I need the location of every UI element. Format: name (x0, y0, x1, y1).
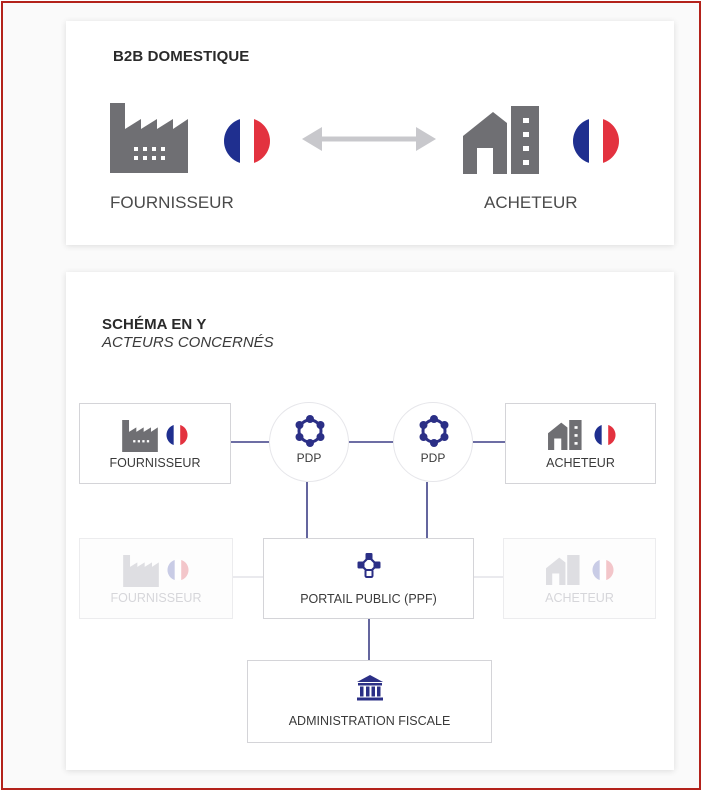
schema-title: SCHÉMA EN Y (102, 316, 207, 333)
factory-icon (123, 555, 159, 587)
house-building-icon (546, 555, 584, 585)
supplier-faded-box: FOURNISSEUR (79, 538, 233, 619)
pdp-right-node: PDP (393, 402, 473, 482)
french-flag-icon (223, 117, 271, 165)
supplier-label: FOURNISSEUR (110, 193, 234, 212)
buyer-box-label: ACHETEUR (546, 456, 615, 470)
french-flag-icon (167, 559, 189, 581)
administration-fiscale-box: ADMINISTRATION FISCALE (247, 660, 492, 743)
ppf-label: PORTAIL PUBLIC (PPF) (300, 592, 437, 606)
hierarchy-network-icon (355, 551, 383, 579)
supplier-box-label: FOURNISSEUR (109, 456, 201, 470)
double-arrow-icon (302, 124, 436, 154)
french-flag-icon (594, 424, 616, 446)
government-building-icon (355, 673, 385, 703)
pdp-left-label: PDP (296, 451, 322, 465)
factory-icon (110, 103, 188, 173)
house-building-icon (548, 420, 586, 450)
administration-fiscale-label: ADMINISTRATION FISCALE (288, 714, 451, 728)
b2b-domestique-card: B2B DOMESTIQUE (66, 21, 674, 245)
ppf-box: PORTAIL PUBLIC (PPF) (263, 538, 474, 619)
schema-en-y-card: SCHÉMA EN Y ACTEURS CONCERNÉS (66, 272, 674, 770)
b2b-title: B2B DOMESTIQUE (113, 48, 250, 65)
house-building-icon (463, 106, 549, 174)
network-ring-icon (417, 414, 451, 448)
schema-subtitle: ACTEURS CONCERNÉS (102, 334, 274, 351)
buyer-faded-label: ACHETEUR (545, 591, 614, 605)
factory-icon (122, 420, 158, 452)
buyer-faded-box: ACHETEUR (503, 538, 656, 619)
pdp-left-node: PDP (269, 402, 349, 482)
buyer-box: ACHETEUR (505, 403, 656, 484)
connector-lines (231, 441, 505, 660)
french-flag-icon (592, 559, 614, 581)
french-flag-icon (572, 117, 620, 165)
buyer-label: ACHETEUR (484, 193, 578, 212)
network-ring-icon (293, 414, 327, 448)
supplier-box: FOURNISSEUR (79, 403, 231, 484)
pdp-right-label: PDP (420, 451, 446, 465)
supplier-faded-label: FOURNISSEUR (110, 591, 202, 605)
french-flag-icon (166, 424, 188, 446)
